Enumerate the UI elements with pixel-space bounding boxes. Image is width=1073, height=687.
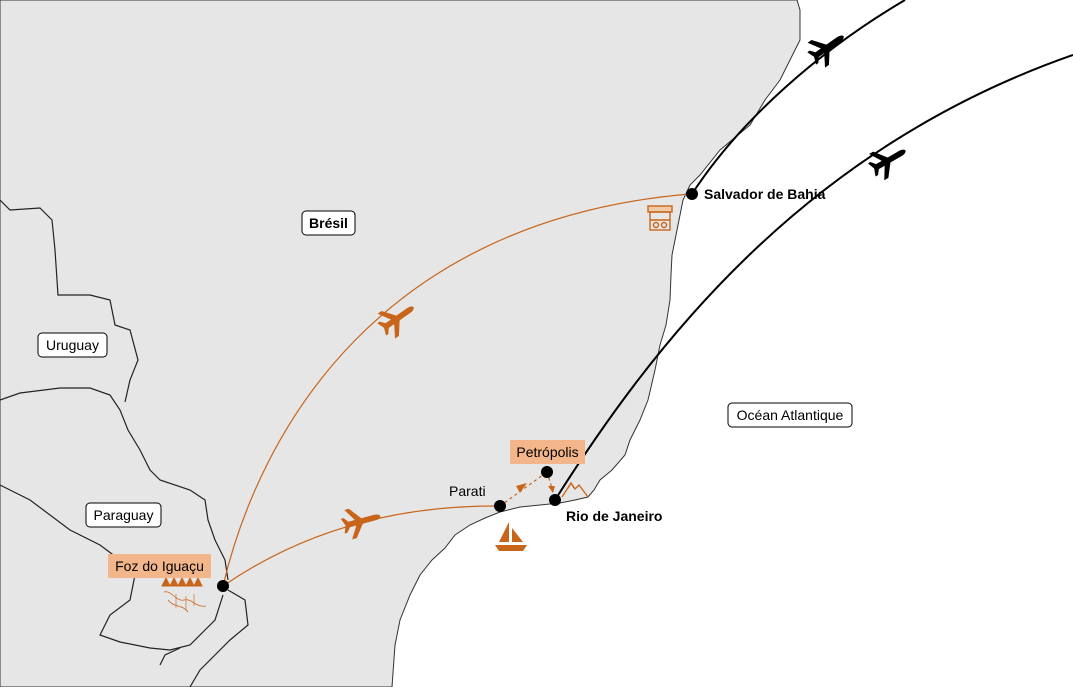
sailboat-icon [495,522,527,551]
country-label-uruguay: Uruguay [37,332,108,358]
mountain-icon [561,481,589,498]
domestic-routes [222,193,691,587]
city-label-salvador: Salvador de Bahia [704,186,826,202]
svg-text:Paraguay: Paraguay [94,507,154,523]
country-label-brazil: Brésil [301,210,356,236]
svg-text:Brésil: Brésil [309,215,348,231]
city-label-rio: Rio de Janeiro [566,508,662,524]
foz-marker[interactable] [217,580,229,592]
ocean-label: Océan Atlantique [727,402,853,428]
svg-text:Foz do Iguaçu: Foz do Iguaçu [115,558,204,574]
route-arrows [516,483,555,493]
rio-marker[interactable] [549,494,561,506]
city-label-petropolis: Petrópolis [510,440,585,464]
city-label-foz: Foz do Iguaçu [108,554,211,578]
international-flights [554,0,1073,501]
country-label-paraguay: Paraguay [85,502,162,528]
petropolis-marker[interactable] [541,466,553,478]
svg-text:Uruguay: Uruguay [46,337,99,353]
parati-marker[interactable] [494,500,506,512]
salvador-marker[interactable] [686,188,698,200]
svg-text:Petrópolis: Petrópolis [516,444,578,460]
city-markers [217,188,698,592]
city-label-parati: Parati [449,483,486,499]
svg-text:Océan Atlantique: Océan Atlantique [737,407,844,423]
country-borders [0,199,249,687]
market-icon [647,205,673,231]
waterfall-icon [161,576,207,613]
